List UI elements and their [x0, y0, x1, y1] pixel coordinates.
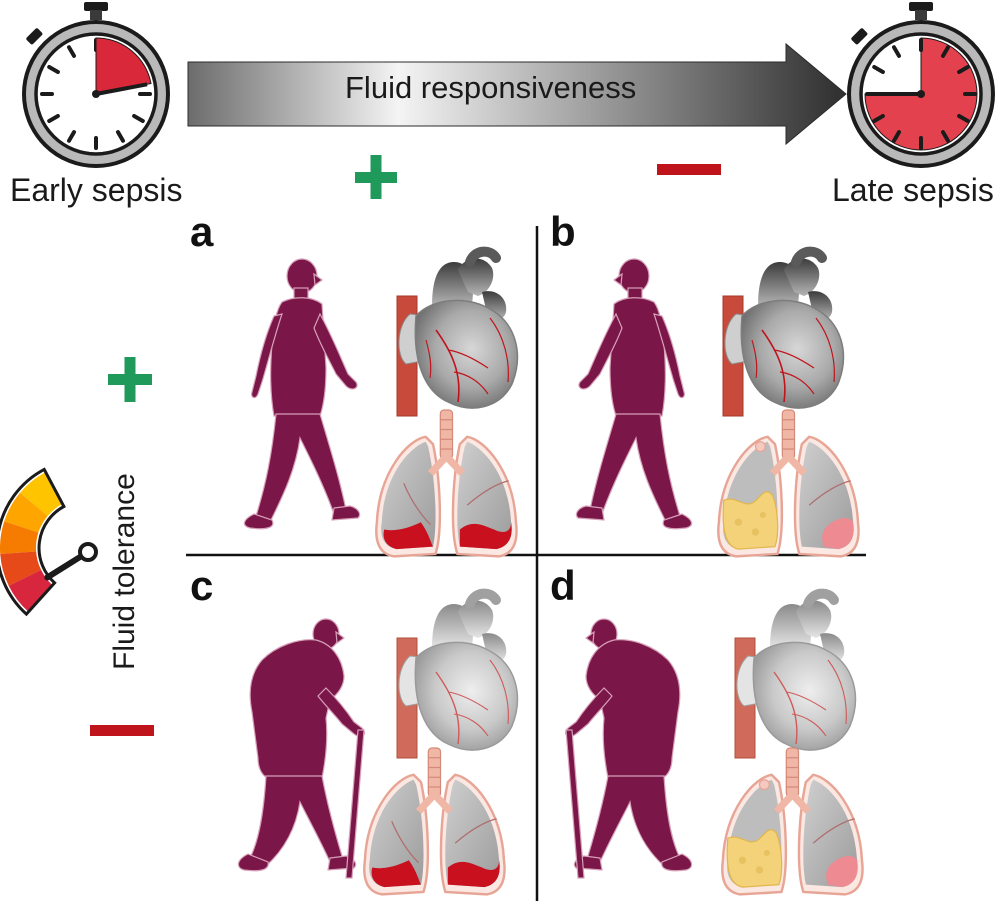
fluid-tolerance-gauge-icon — [0, 467, 98, 617]
stopwatch-tick — [941, 130, 950, 143]
gauge-outline — [0, 467, 66, 617]
stopwatch-tick — [872, 65, 885, 74]
panel-d-heart-icon — [735, 594, 855, 758]
stopwatch-tick — [892, 130, 901, 143]
panel-b-lungs-icon — [717, 410, 860, 558]
stopwatch-tick — [47, 65, 60, 74]
panel-c-heart-icon — [397, 594, 517, 758]
panel-d-old-man-cane-figure — [564, 618, 693, 879]
panel-a-lungs-icon — [375, 410, 518, 558]
plus-responsive-icon — [355, 155, 397, 199]
gauge-segment — [20, 472, 63, 516]
panel-label-d: d — [550, 562, 576, 609]
gauge-segment — [8, 569, 53, 612]
panel-b-walking-man-figure — [575, 258, 693, 530]
minus-responsive-icon — [657, 164, 721, 175]
stopwatch-tick — [132, 114, 145, 123]
panel-d-lungs-icon — [721, 748, 864, 896]
gauge-segment — [0, 551, 42, 586]
panel-a-walking-man-figure — [243, 258, 361, 530]
stopwatch-tick — [892, 45, 901, 58]
late-sepsis-label: Late sepsis — [832, 172, 994, 208]
stopwatch-tick — [941, 45, 950, 58]
panel-label-a: a — [190, 208, 214, 255]
minus-tolerance-icon — [90, 725, 154, 736]
stopwatch-tick — [116, 130, 125, 143]
panel-c-lungs-icon — [363, 748, 506, 896]
fluid-tolerance-label: Fluid tolerance — [108, 473, 141, 670]
panel-label-b: b — [550, 208, 576, 255]
fluid-responsiveness-arrow — [187, 42, 847, 146]
fluid-responsiveness-label: Fluid responsiveness — [345, 70, 637, 105]
stopwatch-tick — [67, 45, 76, 58]
stopwatch-tick — [67, 130, 76, 143]
early-sepsis-label: Early sepsis — [10, 172, 183, 208]
stopwatch-early-icon — [22, 2, 170, 168]
stopwatch-tick — [872, 114, 885, 123]
stopwatch-tick — [957, 65, 970, 74]
gauge-segment — [4, 492, 48, 533]
plus-tolerance-icon — [108, 357, 152, 402]
stopwatch-tick — [957, 114, 970, 123]
stopwatch-tick — [47, 114, 60, 123]
panel-b-heart-icon — [723, 252, 843, 416]
gauge-segment — [0, 521, 39, 554]
panel-a-heart-icon — [397, 252, 517, 416]
panel-label-c: c — [190, 562, 214, 609]
panel-c-old-man-cane-figure — [237, 618, 366, 879]
stopwatch-late-icon — [847, 2, 995, 168]
